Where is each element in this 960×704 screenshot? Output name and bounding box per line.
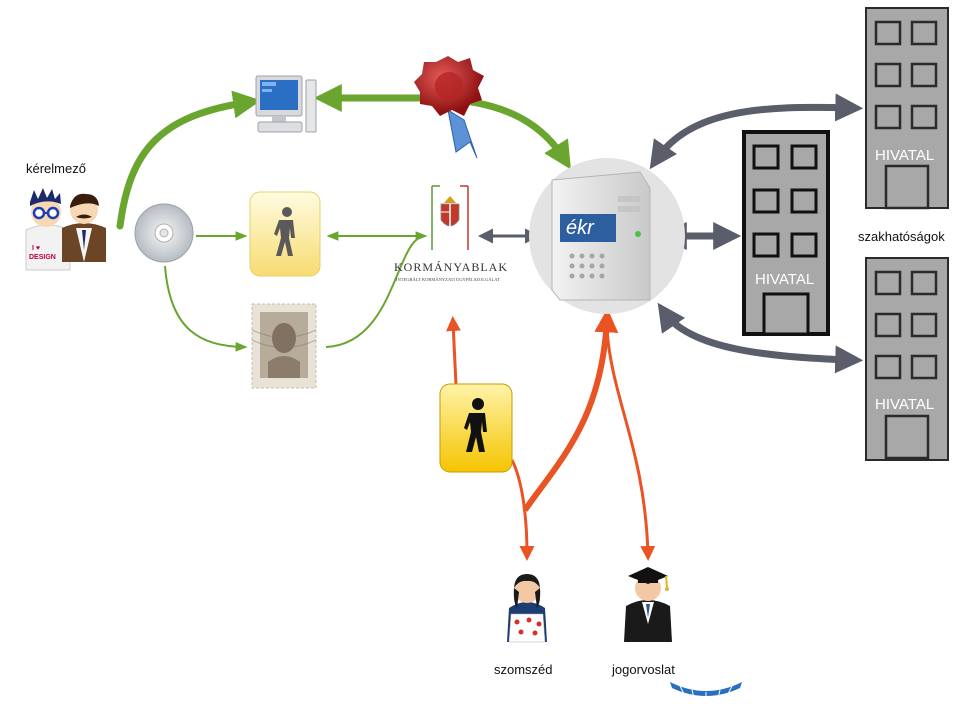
postage-stamp-icon [251,303,317,389]
arrow-applicant-to-computer [116,90,262,230]
kormanyablak-subtitle: INTEGRÁLT KORMÁNYZATI ÜGYFÉLSZOLGÁLAT [396,277,500,282]
kormanyablak-logo: KORMÁNYABLAK INTEGRÁLT KORMÁNYZATI ÜGYFÉ… [394,185,508,282]
computer-icon [255,75,317,133]
label-authorities: szakhatóságok [858,229,945,244]
applicant-icon: I ♥ DESIGN [25,188,106,271]
arrow-neighbor-to-server [522,308,619,512]
gray-arrows [478,93,864,374]
building-label-bottom: HIVATAL [875,396,934,413]
label-neighbor: szomszéd [494,662,553,677]
svg-text:I ♥: I ♥ [32,245,40,252]
arrow-neighbor-to-window [446,316,461,386]
office-building-middle: HIVATAL [742,130,830,336]
orange-arrows [446,308,656,561]
building-label-middle: HIVATAL [755,271,814,288]
neighbor-icon [507,574,547,643]
arrow-stamp-to-window [325,235,425,348]
walking-person-tile [249,191,321,277]
server-icon: ékr [529,158,685,314]
label-legal-remedy: jogorvoslat [612,662,675,677]
server-logo: ékr [566,217,595,239]
decorative-arc [670,682,742,700]
wax-seal-icon [414,56,484,159]
walking-person-tile-bright [439,383,513,473]
office-building-top: HIVATAL [865,7,949,210]
svg-text:DESIGN: DESIGN [29,254,56,261]
cd-icon [134,203,194,263]
graduate-icon [624,567,672,642]
office-building-bottom: HIVATAL [865,257,949,461]
arrow-cd-to-stamp [164,265,248,352]
label-applicant: kérelmező [26,161,86,176]
kormanyablak-title: KORMÁNYABLAK [394,260,508,274]
arrow-server-building-top [649,93,864,170]
arrow-server-to-legal [605,329,656,561]
arrow-person-to-neighbor [510,459,535,561]
arrow-server-building-bottom [657,302,864,374]
building-label-top: HIVATAL [875,147,934,164]
